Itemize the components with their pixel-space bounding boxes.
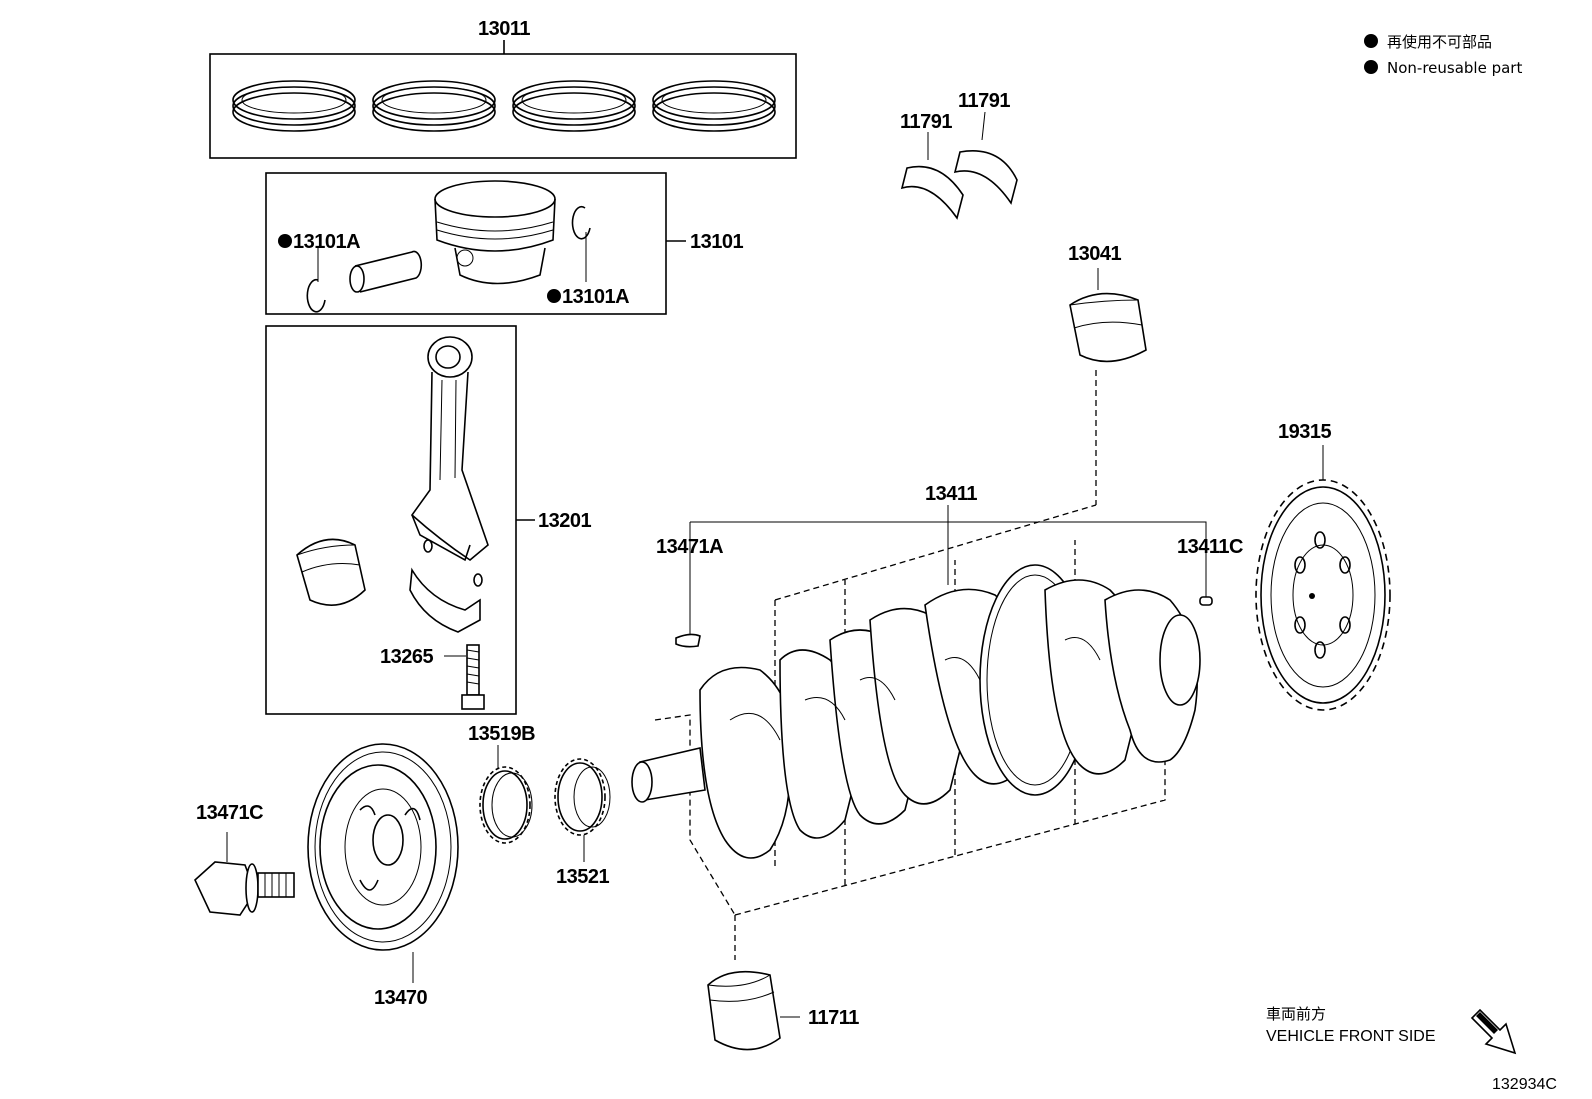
bearing-icon	[1069, 292, 1147, 363]
label-13411C[interactable]: 13411C	[1177, 536, 1244, 558]
label-13519B[interactable]: 13519B	[468, 723, 536, 745]
snap-ring-icon	[571, 205, 591, 240]
pulley-set-bolt[interactable]	[194, 832, 295, 916]
label-13521[interactable]: 13521	[556, 866, 610, 888]
piston-icon	[434, 180, 556, 285]
legend-en: Non-reusable part	[1387, 59, 1522, 77]
label-13201[interactable]: 13201	[538, 510, 592, 532]
ring-icon	[652, 80, 776, 132]
crankshaft-bearing-lower[interactable]	[707, 970, 800, 1051]
gear-icon	[554, 758, 611, 836]
sprocket-icon	[479, 766, 533, 844]
crankshaft-icon	[631, 564, 1201, 859]
crankshaft-timing-gear[interactable]	[554, 758, 611, 862]
thrust-washer-icon	[900, 165, 964, 220]
non-reusable-marker-icon	[547, 289, 561, 303]
crankshaft-bearing-upper[interactable]	[1069, 268, 1147, 505]
legend: 再使用不可部品 Non-reusable part	[1364, 33, 1522, 77]
piston-ring-set[interactable]	[209, 40, 797, 159]
label-13411[interactable]: 13411	[925, 483, 978, 505]
direction-en: VEHICLE FRONT SIDE	[1266, 1028, 1436, 1045]
direction-jp: 車両前方	[1266, 1005, 1326, 1023]
non-reusable-marker-icon	[278, 234, 292, 248]
non-reusable-marker-icon	[1364, 60, 1378, 74]
label-11791-right[interactable]: 11791	[958, 90, 1011, 112]
rod-bearing-icon	[296, 538, 366, 606]
key-icon	[675, 633, 701, 648]
connecting-rod-assembly[interactable]	[265, 325, 535, 715]
rod-bolt-icon	[461, 644, 485, 710]
label-11791-left[interactable]: 11791	[900, 111, 953, 133]
ring-icon	[372, 80, 496, 132]
label-13101A-right[interactable]: 13101A	[562, 286, 630, 308]
label-13011[interactable]: 13011	[478, 18, 531, 40]
label-13101A-left[interactable]: 13101A	[293, 231, 361, 253]
label-13041[interactable]: 13041	[1068, 243, 1122, 265]
label-11711[interactable]: 11711	[808, 1007, 860, 1029]
connecting-rod-icon	[409, 336, 489, 633]
label-13470[interactable]: 13470	[374, 987, 428, 1009]
crankshaft-key-a[interactable]	[675, 560, 701, 648]
sensor-plate-icon	[1255, 479, 1391, 711]
vehicle-front-indicator: 車両前方 VEHICLE FRONT SIDE	[1266, 1005, 1517, 1055]
figure-code: 132934C	[1492, 1076, 1557, 1093]
piston-pin-icon	[349, 250, 423, 293]
crankshaft-pin[interactable]	[1199, 556, 1213, 606]
bearing-icon	[707, 970, 781, 1051]
crankshaft[interactable]	[631, 504, 1207, 960]
label-13471C[interactable]: 13471C	[196, 802, 264, 824]
piston-assembly[interactable]	[265, 172, 686, 315]
snap-ring-icon	[306, 278, 326, 313]
ring-icon	[232, 80, 356, 132]
legend-jp: 再使用不可部品	[1387, 33, 1492, 51]
pulley-icon	[307, 743, 459, 951]
thrust-washer-icon	[953, 150, 1018, 205]
non-reusable-marker-icon	[1364, 34, 1378, 48]
crankshaft-pulley[interactable]	[307, 743, 459, 983]
label-13265[interactable]: 13265	[380, 646, 434, 668]
thrust-washer-set[interactable]	[900, 111, 1018, 220]
crankshaft-position-sensor-plate[interactable]	[1255, 445, 1391, 711]
label-19315[interactable]: 19315	[1278, 421, 1332, 443]
bolt-icon	[194, 861, 295, 916]
crankshaft-timing-sprocket-b[interactable]	[479, 745, 533, 844]
ring-icon	[512, 80, 636, 132]
pin-icon	[1199, 596, 1213, 606]
label-13101[interactable]: 13101	[690, 231, 744, 253]
label-13471A[interactable]: 13471A	[656, 536, 724, 558]
